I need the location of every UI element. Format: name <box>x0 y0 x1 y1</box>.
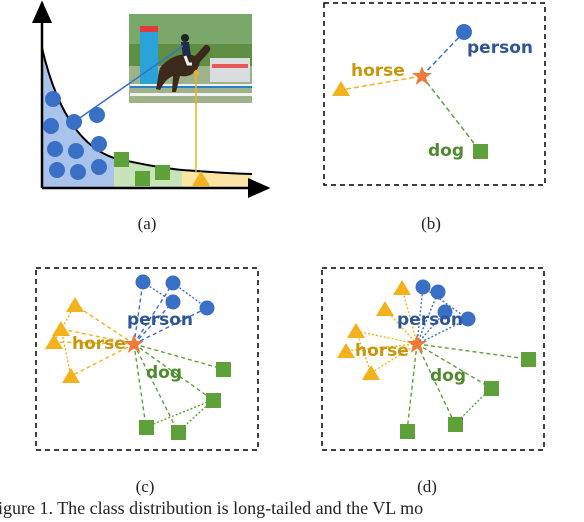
anchor-star-b <box>412 66 432 85</box>
mid-class-points <box>114 152 170 186</box>
caption-c: (c) <box>136 477 155 496</box>
label-horse-c: horse <box>72 334 126 354</box>
anchor-star-d <box>407 334 427 353</box>
label-dog-c: dog <box>146 363 182 383</box>
label-dog-d: dog <box>430 366 466 386</box>
label-horse-d: horse <box>355 341 409 361</box>
label-dog-b: dog <box>428 141 464 161</box>
panel-c: person horse dog (c) <box>35 267 259 496</box>
label-person-d: person <box>397 310 463 330</box>
panel-b: person horse dog (b) <box>323 2 546 233</box>
label-person-b: person <box>467 38 533 58</box>
panel-d: person horse dog (d) <box>321 267 545 496</box>
caption-d: (d) <box>417 477 437 496</box>
figure-caption: Figure 1. The class distribution is long… <box>0 498 424 518</box>
tail-class-point <box>192 171 210 186</box>
label-person-c: person <box>127 310 193 330</box>
link-person <box>73 45 184 123</box>
sample-photo <box>129 14 252 103</box>
caption-b: (b) <box>421 214 441 233</box>
caption-a: (a) <box>138 214 157 233</box>
anchor-star-c <box>124 334 144 353</box>
label-horse-b: horse <box>351 61 405 81</box>
panel-a: (a) <box>32 0 271 233</box>
